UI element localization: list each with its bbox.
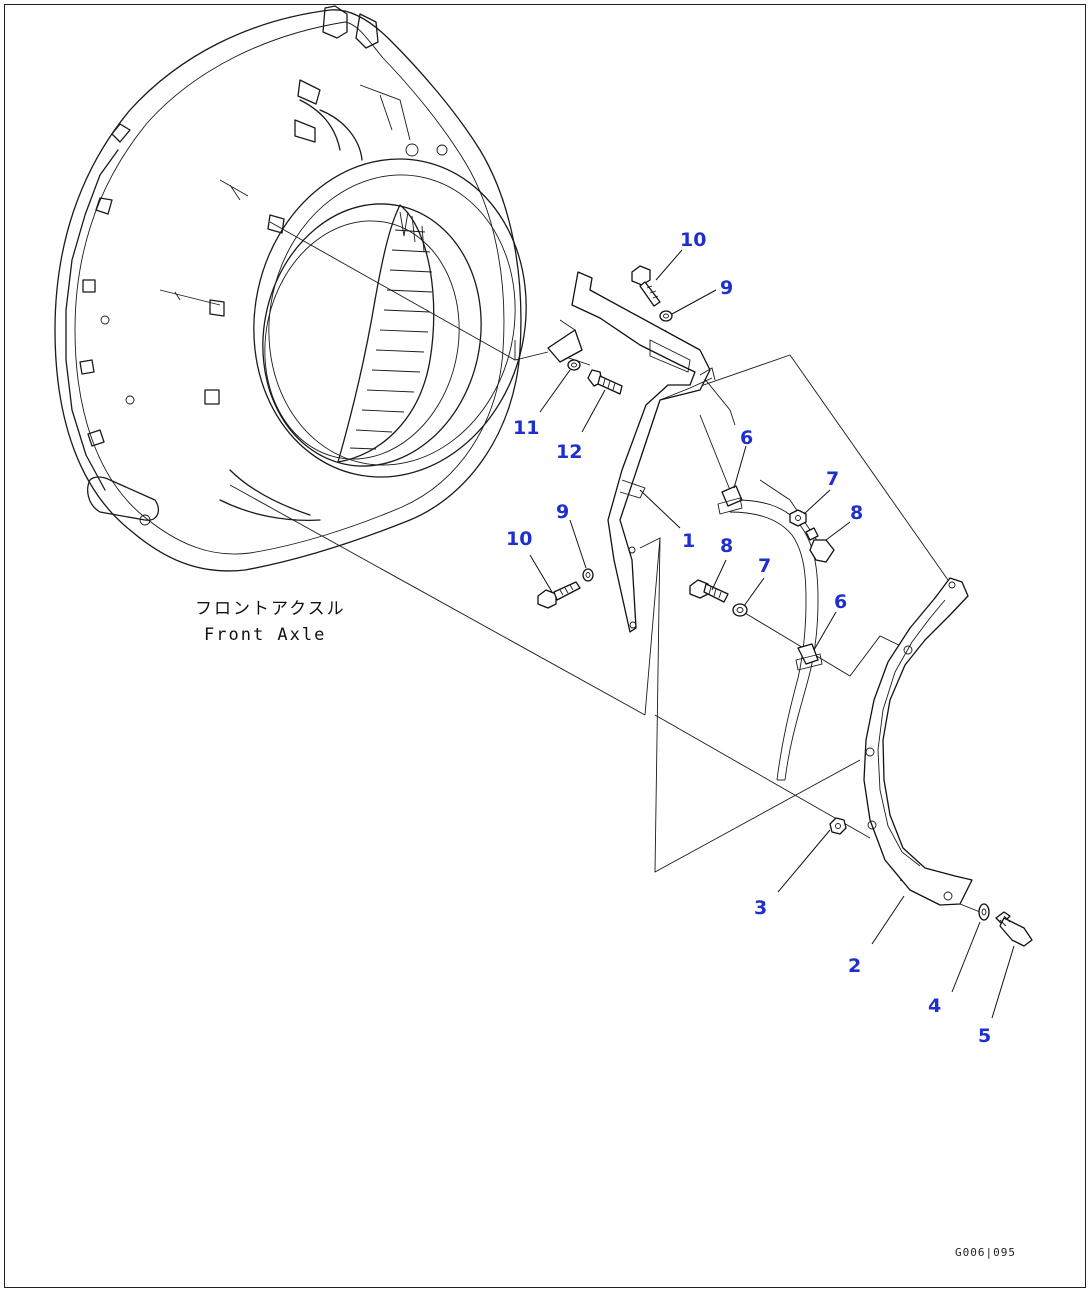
callout-11: 11 — [513, 417, 539, 439]
callout-1: 1 — [682, 530, 695, 552]
callout-9-upper: 9 — [720, 277, 733, 299]
front-axle-housing — [54, 5, 527, 572]
callout-7-upper: 7 — [826, 468, 839, 490]
callout-7-lower: 7 — [758, 555, 771, 577]
washer-9-upper — [659, 310, 673, 322]
callout-8-upper: 8 — [850, 502, 863, 524]
callout-8-lower: 8 — [720, 535, 733, 557]
part-1-cover-plate — [547, 271, 716, 633]
drawing-frame — [4, 4, 1086, 1288]
hose-tube — [729, 499, 819, 781]
callout-2: 2 — [848, 955, 861, 977]
washer-9-lower — [582, 568, 594, 582]
callout-10-lower: 10 — [506, 528, 532, 550]
bolt-8-upper — [805, 527, 835, 563]
caption-english: Front Axle — [204, 625, 326, 645]
alignment-lines — [229, 221, 981, 913]
callout-numbers: 10 9 11 12 6 1 7 8 9 10 8 7 6 3 2 4 5 — [506, 229, 991, 1047]
bolt-12 — [587, 369, 623, 395]
washer-7-lower — [732, 603, 748, 617]
nut-7-upper — [789, 509, 807, 527]
callout-10-upper: 10 — [680, 229, 706, 251]
bolt-10-upper — [631, 265, 661, 307]
callout-12: 12 — [556, 441, 582, 463]
bolt-5 — [995, 911, 1033, 947]
bolt-10-lower — [537, 581, 581, 609]
bolt-8-lower — [689, 579, 729, 603]
callout-9-lower: 9 — [556, 501, 569, 523]
washer-3 — [829, 817, 847, 835]
drawing-code: G006|095 — [955, 1246, 1016, 1259]
clamp-6-lower — [795, 643, 823, 671]
washer-4 — [978, 903, 990, 921]
leader-lines — [529, 249, 1015, 1019]
callout-4: 4 — [928, 995, 941, 1017]
callout-6-upper: 6 — [740, 427, 753, 449]
callout-6-lower: 6 — [834, 591, 847, 613]
clamp-6-upper — [717, 485, 743, 515]
caption: フロントアクスル Front Axle — [195, 599, 346, 645]
callout-5: 5 — [978, 1025, 991, 1047]
part-2-curved-plate — [863, 577, 973, 906]
caption-japanese: フロントアクスル — [195, 599, 346, 619]
hardware-parts — [537, 265, 1033, 947]
callout-3: 3 — [754, 897, 767, 919]
washer-11 — [567, 359, 581, 371]
